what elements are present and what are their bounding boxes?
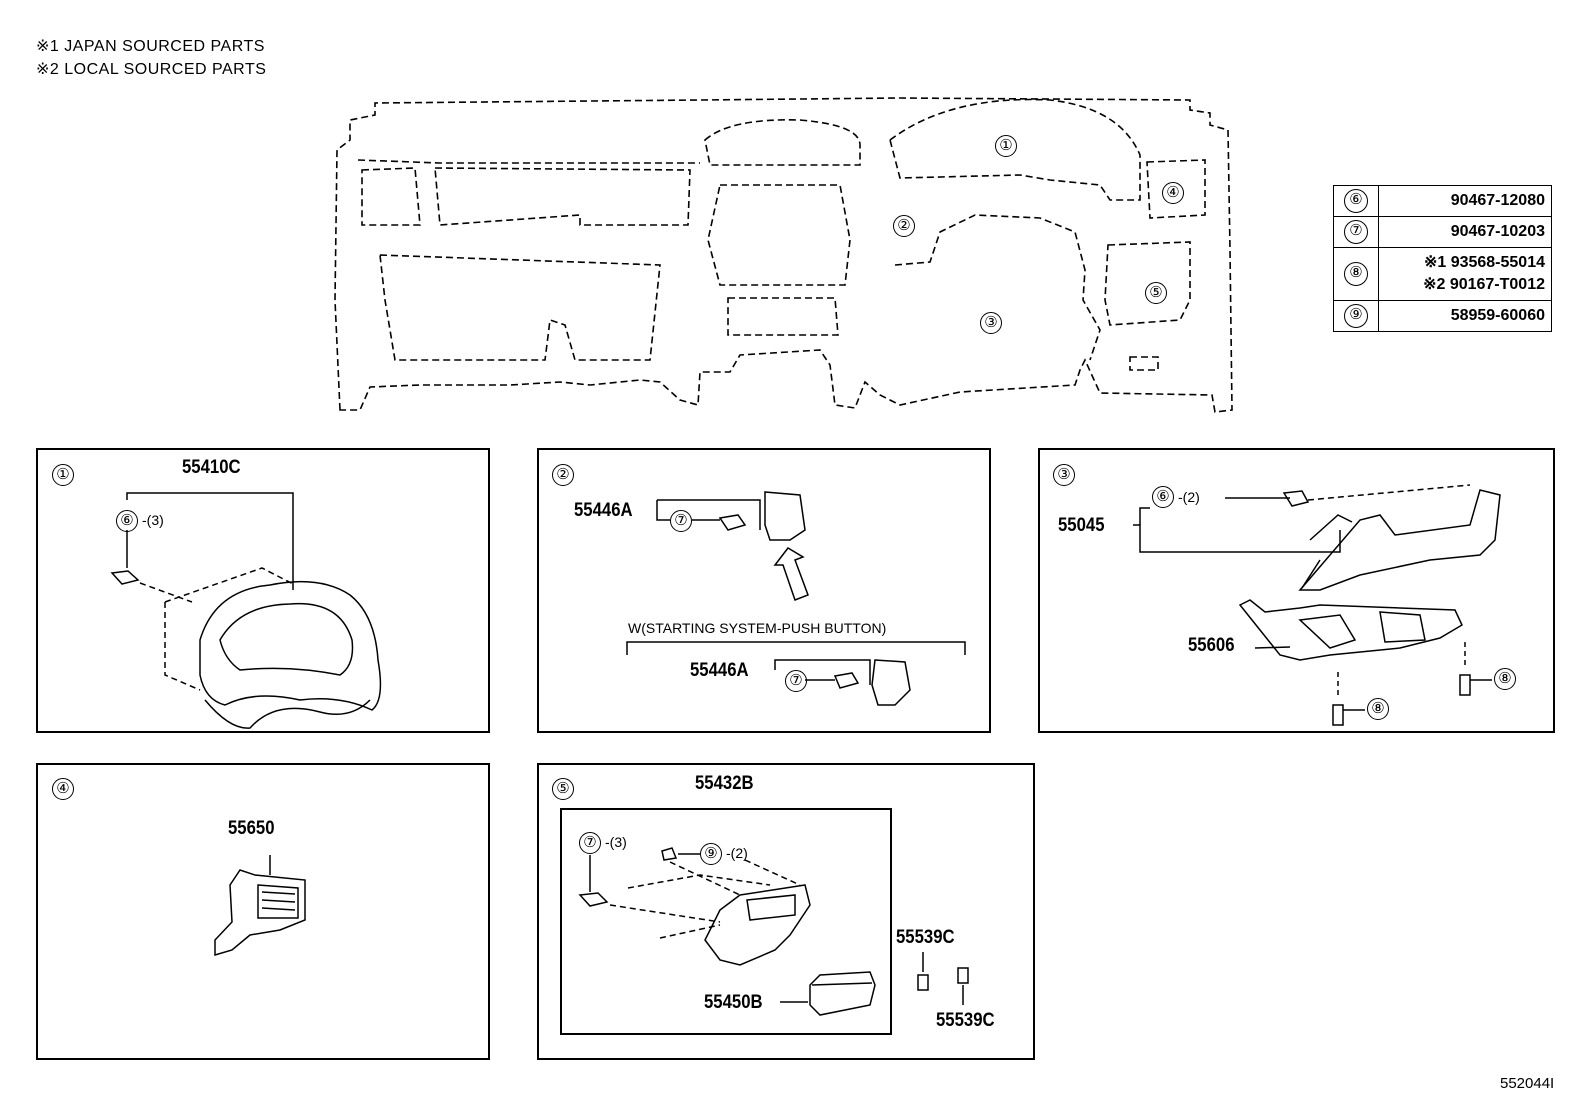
panel-4 bbox=[36, 763, 490, 1060]
panel-5-qty-7: -(3) bbox=[605, 834, 627, 850]
panel-3 bbox=[1038, 448, 1555, 733]
panel-5-inner bbox=[560, 808, 892, 1035]
panel-5-ref-9: ⑨ bbox=[700, 843, 722, 865]
panel-5-qty-9: -(2) bbox=[726, 845, 748, 861]
panel-4-index: ④ bbox=[52, 778, 74, 800]
diagram-id: 552044I bbox=[1500, 1075, 1555, 1092]
panel-3-index: ③ bbox=[1053, 464, 1075, 486]
part-55539C-lower: 55539C bbox=[936, 1010, 995, 1031]
part-55410C: 55410C bbox=[182, 457, 241, 478]
part-55446A-bottom: 55446A bbox=[690, 660, 749, 681]
part-55539C-upper: 55539C bbox=[896, 927, 955, 948]
part-55606: 55606 bbox=[1188, 635, 1235, 656]
ref-9: ⑨ bbox=[1344, 304, 1368, 328]
part-number-japan: ※1 93568-55014 bbox=[1423, 254, 1545, 271]
callout-1: ① bbox=[995, 135, 1017, 157]
panel-2-ref-7-bottom: ⑦ bbox=[785, 670, 807, 692]
panel-1-ref-6: ⑥ bbox=[116, 510, 138, 532]
panel-1-index: ① bbox=[52, 464, 74, 486]
table-row: ⑨ 58959-60060 bbox=[1333, 300, 1552, 332]
panel-1 bbox=[36, 448, 490, 733]
ref-7: ⑦ bbox=[1344, 220, 1368, 244]
panel-5 bbox=[537, 763, 1035, 1060]
panel-5-ref-7: ⑦ bbox=[579, 832, 601, 854]
panel-3-ref-6: ⑥ bbox=[1152, 486, 1174, 508]
callout-3: ③ bbox=[980, 312, 1002, 334]
part-55650: 55650 bbox=[228, 818, 275, 839]
note-local-sourced: ※2 LOCAL SOURCED PARTS bbox=[36, 61, 267, 78]
table-row: ⑦ 90467-10203 bbox=[1333, 216, 1552, 248]
part-55450B: 55450B bbox=[704, 992, 763, 1013]
panel-1-qty: -(3) bbox=[142, 512, 164, 528]
part-number-local: ※2 90167-T0012 bbox=[1423, 276, 1545, 293]
condition-label: W(STARTING SYSTEM-PUSH BUTTON) bbox=[628, 620, 887, 636]
ref-8: ⑧ bbox=[1344, 262, 1368, 286]
panel-3-qty: -(2) bbox=[1178, 489, 1200, 505]
panel-3-ref-8-left: ⑧ bbox=[1367, 698, 1389, 720]
part-number: 58959-60060 bbox=[1378, 300, 1552, 332]
panel-2-index: ② bbox=[552, 464, 574, 486]
ref-6: ⑥ bbox=[1344, 189, 1368, 213]
callout-4: ④ bbox=[1162, 182, 1184, 204]
part-55045: 55045 bbox=[1058, 515, 1105, 536]
panel-2 bbox=[537, 448, 991, 733]
note-japan-sourced: ※1 JAPAN SOURCED PARTS bbox=[36, 38, 265, 55]
panel-5-index: ⑤ bbox=[552, 778, 574, 800]
fastener-reference-table: ⑥ 90467-12080 ⑦ 90467-10203 ⑧ ※1 93568-5… bbox=[1333, 185, 1552, 332]
panel-2-ref-7-top: ⑦ bbox=[670, 510, 692, 532]
part-55432B: 55432B bbox=[695, 773, 754, 794]
part-number: 90467-12080 bbox=[1378, 185, 1552, 217]
part-55446A-top: 55446A bbox=[574, 500, 633, 521]
table-row: ⑥ 90467-12080 bbox=[1333, 185, 1552, 217]
callout-5: ⑤ bbox=[1145, 282, 1167, 304]
callout-2: ② bbox=[893, 215, 915, 237]
panel-3-ref-8-right: ⑧ bbox=[1494, 668, 1516, 690]
